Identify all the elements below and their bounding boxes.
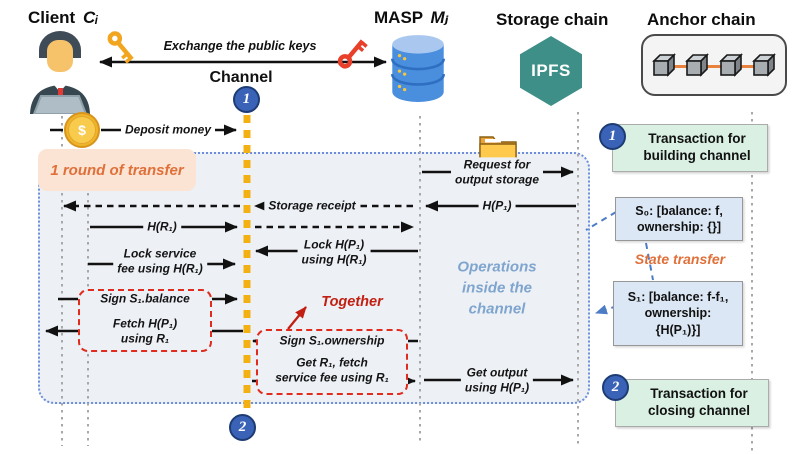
- msg-request-storage: Request for output storage: [451, 157, 543, 187]
- msg-sign-balance: Sign S₁.balance: [100, 291, 190, 306]
- msg-lock-service-line2: fee using H(R₁): [117, 261, 203, 275]
- tx-building-channel-box: Transaction for building channel: [612, 124, 768, 172]
- chain-link-line: [655, 65, 773, 68]
- msg-deposit-money: Deposit money: [120, 122, 216, 138]
- s1-line3: {H(P₁)}]: [655, 322, 701, 337]
- msg-lock-service-line1: Lock service: [123, 246, 197, 261]
- client-title: Client Cᵢ: [28, 8, 98, 28]
- ops-line2: inside the: [461, 279, 532, 297]
- arrow-together: [287, 306, 307, 330]
- client-sign-group-box: [78, 289, 212, 352]
- msg-get-r1: Get R₁, fetch service fee using R₁: [275, 355, 389, 384]
- msg-lock-hp1-line2: using H(R₁): [301, 252, 367, 266]
- msg-get-output-line2: using H(P₁): [464, 380, 530, 394]
- ops-line3: channel: [468, 300, 526, 318]
- msg-lock-hp1: Lock H(P₁) using H(R₁): [297, 237, 371, 267]
- s1-line1: S₁: [balance: f-f₁,: [627, 290, 729, 305]
- badge-1-channel-top: 1: [233, 86, 260, 113]
- s0-line1: S₀: [balance: f,: [635, 203, 723, 218]
- together-label: Together: [321, 294, 383, 310]
- masp-label: MASP: [374, 8, 423, 27]
- anchor-chain-icon: [641, 34, 787, 96]
- msg-get-r1-line2: service fee using R₁: [275, 370, 389, 384]
- ops-line1: Operations: [457, 258, 537, 276]
- msg-sign-ownership: Sign S₁.ownership: [279, 333, 385, 348]
- block-cube-icon: [752, 53, 777, 77]
- tx-build-line1: Transaction for: [648, 131, 746, 147]
- block-cube-icon: [718, 53, 743, 77]
- client-var: Cᵢ: [82, 8, 99, 27]
- masp-var: Mⱼ: [430, 8, 449, 27]
- block-cube-icon: [651, 53, 676, 77]
- state-s0-box: S₀: [balance: f, ownership: {}]: [615, 197, 743, 241]
- msg-request-line1: Request for: [463, 157, 531, 172]
- state-transfer-label: State transfer: [634, 251, 726, 267]
- tx-closing-channel-box: Transaction for closing channel: [615, 379, 769, 427]
- tx-close-line2: closing channel: [647, 403, 751, 418]
- client-label: Client: [28, 8, 76, 27]
- msg-request-line2: output storage: [455, 172, 539, 186]
- tx-build-line2: building channel: [643, 148, 751, 163]
- msg-get-r1-line1: Get R₁, fetch: [296, 355, 368, 370]
- block-cube-icon: [685, 53, 710, 77]
- exchange-keys-label: Exchange the public keys: [163, 39, 317, 53]
- masp-title: MASP Mⱼ: [374, 8, 448, 28]
- channel-label: Channel: [209, 69, 273, 86]
- msg-lock-hp1-line1: Lock H(P₁): [303, 237, 365, 252]
- storage-chain-title: Storage chain: [496, 10, 609, 29]
- coin-dollar-symbol: $: [68, 116, 96, 144]
- ipfs-label: IPFS: [531, 61, 571, 80]
- msg-storage-receipt: Storage receipt: [264, 198, 360, 214]
- msg-fetch-hp1: Fetch H(P₁) using R₁: [113, 316, 177, 345]
- client-key-icon: [100, 28, 139, 69]
- tx-close-line1: Transaction for: [650, 386, 748, 402]
- s1-line2: ownership:: [644, 306, 712, 321]
- masp-database-icon: [388, 32, 448, 109]
- badge-1-build-tx: 1: [599, 123, 626, 150]
- masp-sign-group-box: [256, 329, 408, 395]
- coin-icon: $: [64, 112, 100, 148]
- badge-2-close-tx: 2: [602, 374, 629, 401]
- s0-line2: ownership: {}]: [636, 220, 722, 234]
- folder-icon: [478, 132, 518, 167]
- round-of-transfer-box: 1 round of transfer: [38, 149, 196, 191]
- anchor-chain-title: Anchor chain: [647, 10, 756, 29]
- client-person-icon: [24, 28, 96, 119]
- msg-fetch-line1: Fetch H(P₁): [112, 316, 178, 331]
- msg-fetch-line2: using R₁: [120, 331, 170, 345]
- msg-lock-service-fee: Lock service fee using H(R₁): [113, 246, 207, 276]
- operations-inside-channel-label: Operations inside the channel: [457, 257, 536, 320]
- state-s1-box: S₁: [balance: f-f₁, ownership: {H(P₁)}]: [613, 281, 743, 346]
- msg-get-output: Get output using H(P₁): [460, 365, 534, 395]
- msg-hr1: H(R₁): [143, 219, 181, 235]
- msg-hp1-label: H(P₁): [478, 198, 516, 214]
- badge-2-channel-bottom: 2: [229, 414, 256, 441]
- msg-get-output-line1: Get output: [466, 365, 528, 380]
